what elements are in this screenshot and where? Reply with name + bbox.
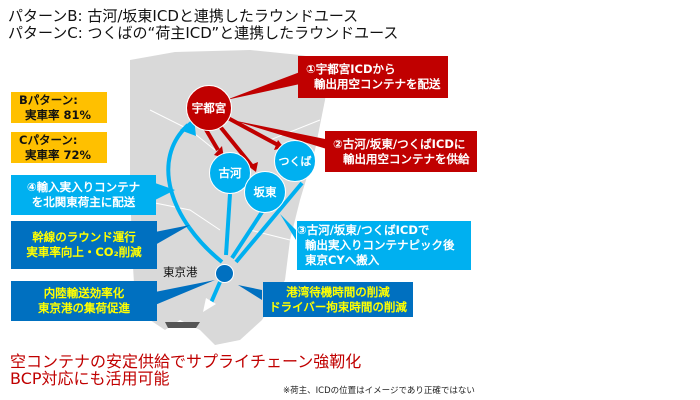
text: 内陸輸送効率化 (43, 286, 125, 300)
title-line-2: パターンC: つくばの“荷主ICD”と連携したラウンドユース (8, 24, 399, 42)
footer-headline: 空コンテナの安定供給でサプライチェーン強靭化 BCP対応にも活用可能 (10, 353, 361, 387)
c-pattern-rate: Cパターン: 実車率 72% (11, 132, 107, 163)
title-line-1: パターンB: 古河/坂東ICDと連携したラウンドユース (8, 7, 359, 25)
callout-step2: ②古河/坂東/つくばICDに輸出用空コンテナを供給 (325, 131, 477, 172)
footer-line-1: 空コンテナの安定供給でサプライチェーン強靭化 (10, 352, 362, 371)
text: 実車率向上・CO₂削減 (26, 245, 142, 259)
text: ②古河/坂東/つくばICDに (333, 136, 466, 151)
b-label: Bパターン: (19, 92, 78, 107)
text: ④輸入実入りコンテナ (26, 180, 141, 194)
callout-step3: ③古河/坂東/つくばICDで輸出実入りコンテナピック後東京CYへ搬入 (297, 221, 471, 270)
callout-port: 港湾待機時間の削減ドライバー拘束時間の削減 (263, 282, 413, 317)
text: 東京港の集荷促進 (38, 301, 130, 315)
node-bando: 坂東 (244, 171, 286, 213)
text: ドライバー拘束時間の削減 (269, 299, 407, 314)
text: ①宇都宮ICDから (306, 62, 396, 76)
text: 輸出用空コンテナを配送 (314, 77, 441, 91)
tokyo-port-dot (215, 264, 234, 283)
c-value: 実車率 72% (25, 147, 92, 162)
footer-line-2: BCP対応にも活用可能 (10, 369, 170, 388)
footer-note: ※荷主、ICDの位置はイメージであり正確ではない (283, 386, 475, 396)
b-pattern-rate: Bパターン: 実車率 81% (11, 92, 107, 123)
callout-trunk: 幹線のラウンド運行実車率向上・CO₂削減 (11, 221, 157, 269)
node-tsukuba: つくば (274, 140, 316, 182)
text: を北関東荷主に配送 (31, 195, 136, 209)
text: 輸出実入りコンテナピック後 (305, 238, 455, 252)
ship-icon (165, 322, 200, 328)
callout-inland: 内陸輸送効率化東京港の集荷促進 (11, 281, 157, 321)
c-label: Cパターン: (19, 132, 78, 147)
text: 東京CYへ搬入 (305, 253, 380, 267)
text: ③古河/坂東/つくばICDで (297, 223, 430, 237)
text: 幹線のラウンド運行 (32, 230, 136, 244)
text: 港湾待機時間の削減 (286, 284, 390, 299)
callout-step4: ④輸入実入りコンテナを北関東荷主に配送 (11, 175, 156, 215)
callout-step1: ①宇都宮ICDから輸出用空コンテナを配送 (298, 56, 448, 98)
text: 輸出用空コンテナを供給 (343, 151, 470, 166)
b-value: 実車率 81% (25, 107, 92, 122)
node-utsunomiya: 宇都宮 (186, 85, 232, 131)
tokyo-port-label: 東京港 (163, 265, 198, 279)
